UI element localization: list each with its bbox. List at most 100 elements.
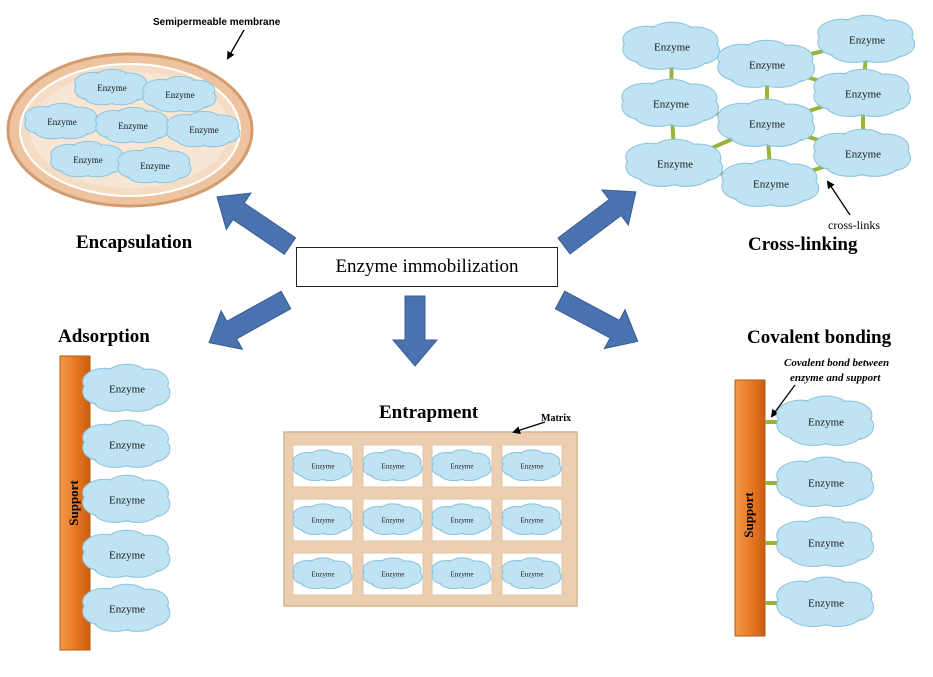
arrow-to-cross-linking (557, 189, 637, 255)
adsorbed-enzyme: Enzyme (82, 363, 171, 412)
enzyme-label: Enzyme (312, 517, 335, 525)
encapsulated-enzyme: Enzyme (166, 110, 241, 148)
cross-linked-enzyme: Enzyme (813, 128, 912, 177)
enzyme-label: Enzyme (753, 179, 789, 191)
covalent-bonding-heading: Covalent bonding (747, 327, 892, 348)
adsorbed-enzyme: Enzyme (82, 419, 171, 468)
enzyme-label: Enzyme (653, 99, 689, 111)
enzyme-label: Enzyme (109, 604, 145, 616)
semipermeable-membrane-label: Semipermeable membrane (153, 17, 281, 28)
enzyme-label: Enzyme (97, 83, 127, 93)
enzyme-label: Enzyme (382, 571, 405, 579)
arrow-to-entrapment (391, 295, 439, 367)
covalently-bound-enzyme: Enzyme (776, 456, 875, 508)
arrow-to-encapsulation (216, 192, 297, 255)
entrapped-enzyme: Enzyme (292, 503, 353, 536)
enzyme-label: Enzyme (808, 598, 844, 610)
entrapped-enzyme: Enzyme (292, 449, 353, 482)
enzyme-label: Enzyme (382, 463, 405, 471)
cross-linked-enzyme: Enzyme (813, 68, 912, 117)
encapsulated-enzyme: Enzyme (50, 140, 125, 178)
cross-linked-enzyme: Enzyme (717, 39, 816, 88)
covalent-bonds (765, 420, 790, 605)
enzyme-label: Enzyme (849, 35, 885, 47)
encapsulated-enzyme: Enzyme (95, 106, 170, 144)
arrow-to-adsorption (208, 290, 292, 351)
entrapped-enzyme: Enzyme (501, 449, 562, 482)
enzyme-label: Enzyme (749, 119, 785, 131)
enzyme-label: Enzyme (109, 550, 145, 562)
enzyme-label: Enzyme (47, 117, 77, 127)
entrapped-enzyme: Enzyme (431, 503, 492, 536)
entrapped-enzyme: Enzyme (431, 557, 492, 590)
matrix-pointer-arrow (512, 421, 546, 434)
enzyme-label: Enzyme (845, 89, 881, 101)
enzyme-label: Enzyme (808, 478, 844, 490)
cross-linked-enzyme: Enzyme (625, 138, 724, 187)
enzyme-label: Enzyme (109, 440, 145, 452)
cross-linked-enzyme: Enzyme (622, 21, 721, 70)
covalent-pointer-arrow (770, 384, 796, 418)
enzyme-label: Enzyme (521, 517, 544, 525)
enzyme-immobilization-title-box: Enzyme immobilization (296, 247, 558, 287)
adsorption-heading: Adsorption (58, 326, 150, 347)
encapsulated-enzyme: Enzyme (142, 75, 217, 113)
enzyme-label: Enzyme (749, 60, 785, 72)
entrapment-heading: Entrapment (379, 402, 479, 423)
entrapped-enzyme: Enzyme (431, 449, 492, 482)
enzyme-label: Enzyme (189, 125, 219, 135)
encapsulation-heading: Encapsulation (76, 232, 193, 253)
entrapped-enzyme: Enzyme (362, 557, 423, 590)
cross-linked-enzyme: Enzyme (817, 14, 916, 63)
enzyme-label: Enzyme (382, 517, 405, 525)
enzyme-label: Enzyme (140, 161, 170, 171)
cross-links-pointer-arrow (826, 180, 851, 216)
cross-linking-heading: Cross-linking (748, 234, 858, 255)
cross-linked-enzyme: Enzyme (621, 78, 720, 127)
direction-arrows (208, 189, 639, 367)
enzyme-label: Enzyme (312, 463, 335, 471)
enzyme-label: Enzyme (109, 495, 145, 507)
enzyme-label: Enzyme (118, 121, 148, 131)
enzyme-label: Enzyme (657, 159, 693, 171)
adsorbed-enzyme: Enzyme (82, 529, 171, 578)
membrane-pointer-arrow (227, 29, 245, 60)
enzyme-label: Enzyme (521, 571, 544, 579)
page-title: Enzyme immobilization (335, 256, 519, 277)
covalently-bound-enzyme: Enzyme (776, 516, 875, 568)
entrapped-enzyme: Enzyme (362, 503, 423, 536)
entrapped-enzyme: Enzyme (362, 449, 423, 482)
enzyme-label: Enzyme (808, 417, 844, 429)
enzyme-label: Enzyme (451, 517, 474, 525)
adsorbed-enzyme: Enzyme (82, 474, 171, 523)
cross-linked-enzyme: Enzyme (717, 98, 816, 147)
encapsulated-enzyme: Enzyme (117, 146, 192, 184)
covalently-bound-enzyme: Enzyme (776, 395, 875, 447)
covalent-bond-label-line1: Covalent bond between (784, 357, 890, 369)
encapsulated-enzyme: Enzyme (24, 102, 99, 140)
enzyme-label: Enzyme (312, 571, 335, 579)
cross-links-label: cross-links (828, 218, 880, 232)
enzyme-label: Enzyme (73, 155, 103, 165)
entrapped-enzyme: Enzyme (501, 503, 562, 536)
encapsulated-enzyme: Enzyme (74, 68, 149, 106)
covalent-support-label: Support (741, 492, 756, 538)
adsorbed-enzyme: Enzyme (82, 583, 171, 632)
enzyme-label: Enzyme (808, 538, 844, 550)
covalent-support (734, 379, 766, 637)
cross-linked-enzyme: Enzyme (721, 158, 820, 207)
enzyme-label: Enzyme (165, 90, 195, 100)
entrapped-enzyme: Enzyme (501, 557, 562, 590)
covalently-bound-enzyme: Enzyme (776, 576, 875, 628)
enzyme-label: Enzyme (451, 571, 474, 579)
enzyme-label: Enzyme (109, 384, 145, 396)
enzyme-label: Enzyme (654, 42, 690, 54)
adsorption-support-label: Support (66, 480, 81, 526)
enzyme-label: Enzyme (845, 149, 881, 161)
enzyme-label: Enzyme (521, 463, 544, 471)
arrow-to-covalent-bonding (554, 290, 639, 350)
enzyme-label: Enzyme (451, 463, 474, 471)
